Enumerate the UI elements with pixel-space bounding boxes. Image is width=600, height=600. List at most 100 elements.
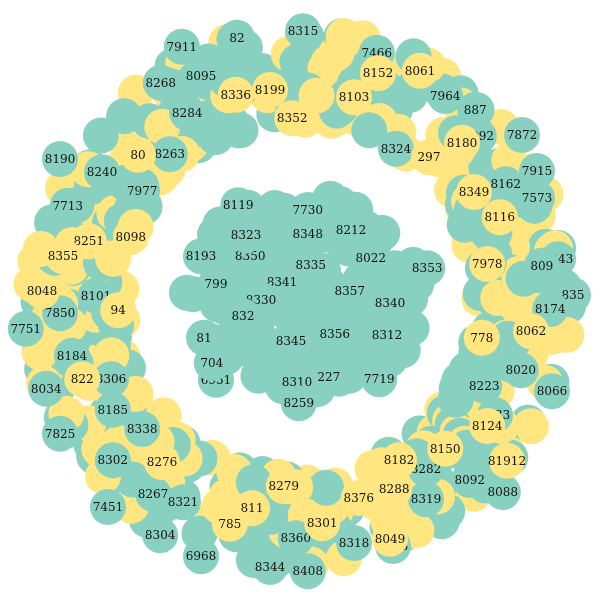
data-bubble: 7825 bbox=[42, 415, 78, 452]
data-bubble: 8324 bbox=[378, 130, 414, 167]
data-point bbox=[285, 13, 321, 50]
data-point bbox=[378, 130, 414, 167]
data-point bbox=[183, 58, 219, 95]
data-bubble: 8190 bbox=[42, 141, 78, 177]
data-point bbox=[219, 19, 255, 56]
data-point bbox=[504, 117, 540, 153]
data-bubble: 7719 bbox=[361, 361, 398, 398]
data-bubble: 8062 bbox=[513, 313, 549, 350]
data-bubble: 8263 bbox=[151, 136, 188, 173]
data-point bbox=[523, 247, 560, 284]
data-point bbox=[64, 361, 101, 398]
data-point bbox=[513, 313, 549, 350]
data-bubble: 8240 bbox=[84, 154, 120, 191]
background-bubble bbox=[480, 280, 517, 316]
data-point bbox=[336, 79, 372, 116]
data-point bbox=[376, 471, 413, 507]
data-point bbox=[273, 322, 309, 359]
background-bubble bbox=[325, 18, 362, 55]
data-point bbox=[427, 78, 464, 114]
data-bubble: 809 bbox=[523, 247, 560, 284]
data-bubble: 799 bbox=[198, 265, 234, 302]
background-bubble bbox=[437, 381, 474, 418]
data-point bbox=[304, 505, 341, 542]
data-bubble: 7573 bbox=[519, 180, 555, 216]
data-point bbox=[444, 124, 480, 161]
data-bubble: 8276 bbox=[144, 444, 180, 480]
data-point bbox=[372, 520, 408, 557]
data-point bbox=[481, 199, 518, 236]
data-point bbox=[265, 468, 302, 504]
data-point bbox=[519, 180, 555, 216]
data-bubble: 8284 bbox=[169, 94, 206, 131]
data-point bbox=[7, 310, 44, 347]
data-point bbox=[24, 273, 60, 309]
data-bubble: 8061 bbox=[402, 52, 438, 89]
background-bubble bbox=[241, 338, 278, 375]
data-bubble: 8352 bbox=[274, 100, 311, 137]
data-point bbox=[292, 247, 329, 284]
data-point bbox=[183, 238, 219, 275]
background-bubble bbox=[220, 112, 257, 149]
data-bubble: 8034 bbox=[28, 370, 65, 407]
data-point bbox=[463, 319, 500, 356]
data-point bbox=[484, 474, 521, 510]
data-point bbox=[45, 238, 81, 275]
data-point bbox=[142, 517, 179, 554]
data-point bbox=[310, 358, 347, 395]
data-point bbox=[331, 273, 368, 309]
data-bubble: 8049 bbox=[372, 520, 408, 557]
data-point bbox=[186, 319, 222, 356]
data-point bbox=[163, 28, 200, 65]
data-bubble: 82 bbox=[219, 19, 255, 56]
data-point bbox=[93, 361, 129, 398]
data-bubble: 8345 bbox=[273, 322, 309, 359]
data-point bbox=[402, 52, 438, 89]
data-bubble: 8116 bbox=[481, 199, 518, 236]
data-bubble: 8344 bbox=[252, 549, 288, 585]
data-bubble: 8321 bbox=[165, 484, 201, 521]
data-bubble: 8357 bbox=[331, 273, 368, 309]
data-bubble: 94 bbox=[100, 292, 137, 329]
data-point bbox=[217, 76, 254, 113]
data-bubble: 7451 bbox=[90, 489, 126, 525]
data-point bbox=[274, 100, 311, 137]
data-point bbox=[451, 462, 488, 498]
data-bubble: 8319 bbox=[408, 481, 444, 518]
data-point bbox=[409, 250, 446, 287]
data-point bbox=[519, 153, 555, 189]
background-bubble bbox=[310, 44, 347, 81]
data-bubble: 8288 bbox=[376, 471, 413, 507]
data-bubble: 8315 bbox=[285, 13, 321, 50]
data-bubble: 8162 bbox=[487, 166, 524, 203]
data-point bbox=[352, 240, 389, 276]
data-point bbox=[84, 154, 120, 191]
data-point bbox=[124, 411, 161, 447]
data-point bbox=[228, 217, 264, 254]
data-bubble: 8095 bbox=[183, 58, 219, 95]
data-point bbox=[49, 187, 86, 224]
data-bubble: 6968 bbox=[183, 538, 219, 575]
data-point bbox=[316, 316, 353, 353]
background-bubble bbox=[279, 43, 316, 80]
data-bubble: 7977 bbox=[124, 172, 161, 209]
data-point bbox=[42, 415, 78, 452]
data-bubble: 8103 bbox=[336, 79, 372, 116]
data-point bbox=[94, 442, 131, 479]
data-point bbox=[333, 211, 369, 248]
data-point bbox=[408, 481, 444, 518]
data-bubble: 8268 bbox=[142, 64, 179, 101]
background-bubble bbox=[512, 408, 549, 445]
data-bubble: 822 bbox=[64, 361, 101, 398]
background-bubble bbox=[351, 112, 388, 149]
data-point bbox=[94, 391, 131, 428]
data-point bbox=[487, 166, 524, 203]
data-bubble: 8318 bbox=[336, 525, 372, 561]
data-bubble: 8048 bbox=[24, 273, 60, 309]
data-bubble: 81 bbox=[186, 319, 222, 356]
background-bubble bbox=[548, 316, 585, 353]
data-bubble: 8098 bbox=[112, 219, 149, 255]
data-point bbox=[211, 505, 248, 542]
data-bubble: 7911 bbox=[163, 28, 200, 65]
